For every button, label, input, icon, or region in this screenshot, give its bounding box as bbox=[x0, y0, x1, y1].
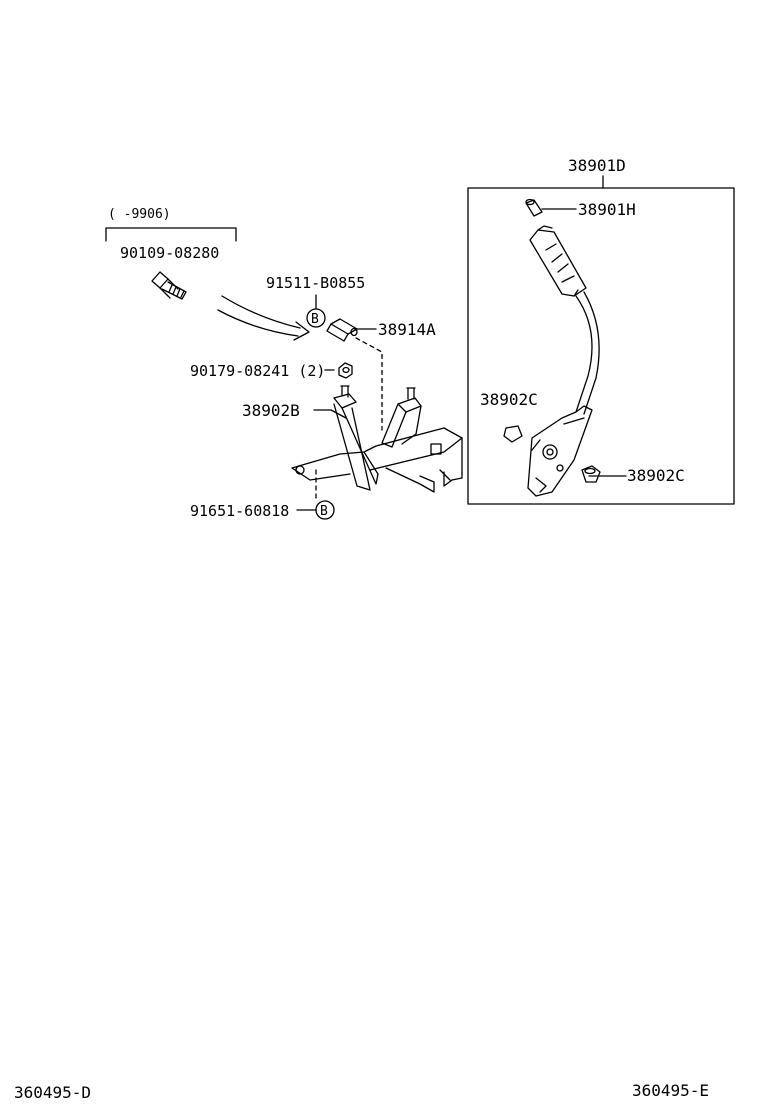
knob-part-number: 38901H bbox=[578, 200, 636, 219]
bracket-part bbox=[291, 385, 463, 493]
bushing-left-part bbox=[503, 425, 523, 443]
footer-left-code: 360495-D bbox=[14, 1083, 92, 1102]
footer-right-code: 360495-E bbox=[632, 1081, 710, 1100]
bracket-part-number: 38902B bbox=[242, 401, 300, 420]
date-range-bracket bbox=[105, 227, 237, 242]
date-range-label: ( -9906) bbox=[108, 207, 171, 222]
nut-part bbox=[338, 362, 353, 379]
grip-part bbox=[529, 225, 587, 297]
bolt-part bbox=[151, 271, 187, 300]
ratchet-part bbox=[527, 405, 593, 497]
bushing-right-part bbox=[581, 465, 601, 483]
bolt-part-number: 90109-08280 bbox=[120, 244, 220, 262]
bushing-left-part-number: 38902C bbox=[480, 390, 538, 409]
pin-part bbox=[326, 318, 358, 342]
bushing-right-part-number: 38902C bbox=[627, 466, 685, 485]
assembly-box bbox=[467, 187, 735, 505]
knob-part bbox=[525, 198, 543, 217]
nut-part-number: 90179-08241 (2) bbox=[190, 362, 326, 380]
marker-b1-label: B bbox=[311, 312, 319, 327]
pin-part-number: 38914A bbox=[378, 320, 436, 339]
clip-top-part-number: 91511-B0855 bbox=[266, 274, 366, 292]
marker-b2-label: B bbox=[320, 504, 328, 519]
lever-rod bbox=[575, 295, 593, 413]
assembly-part-number: 38901D bbox=[568, 156, 626, 175]
curved-arrow bbox=[221, 295, 301, 329]
clip-bottom-part-number: 91651-60818 bbox=[190, 502, 290, 520]
